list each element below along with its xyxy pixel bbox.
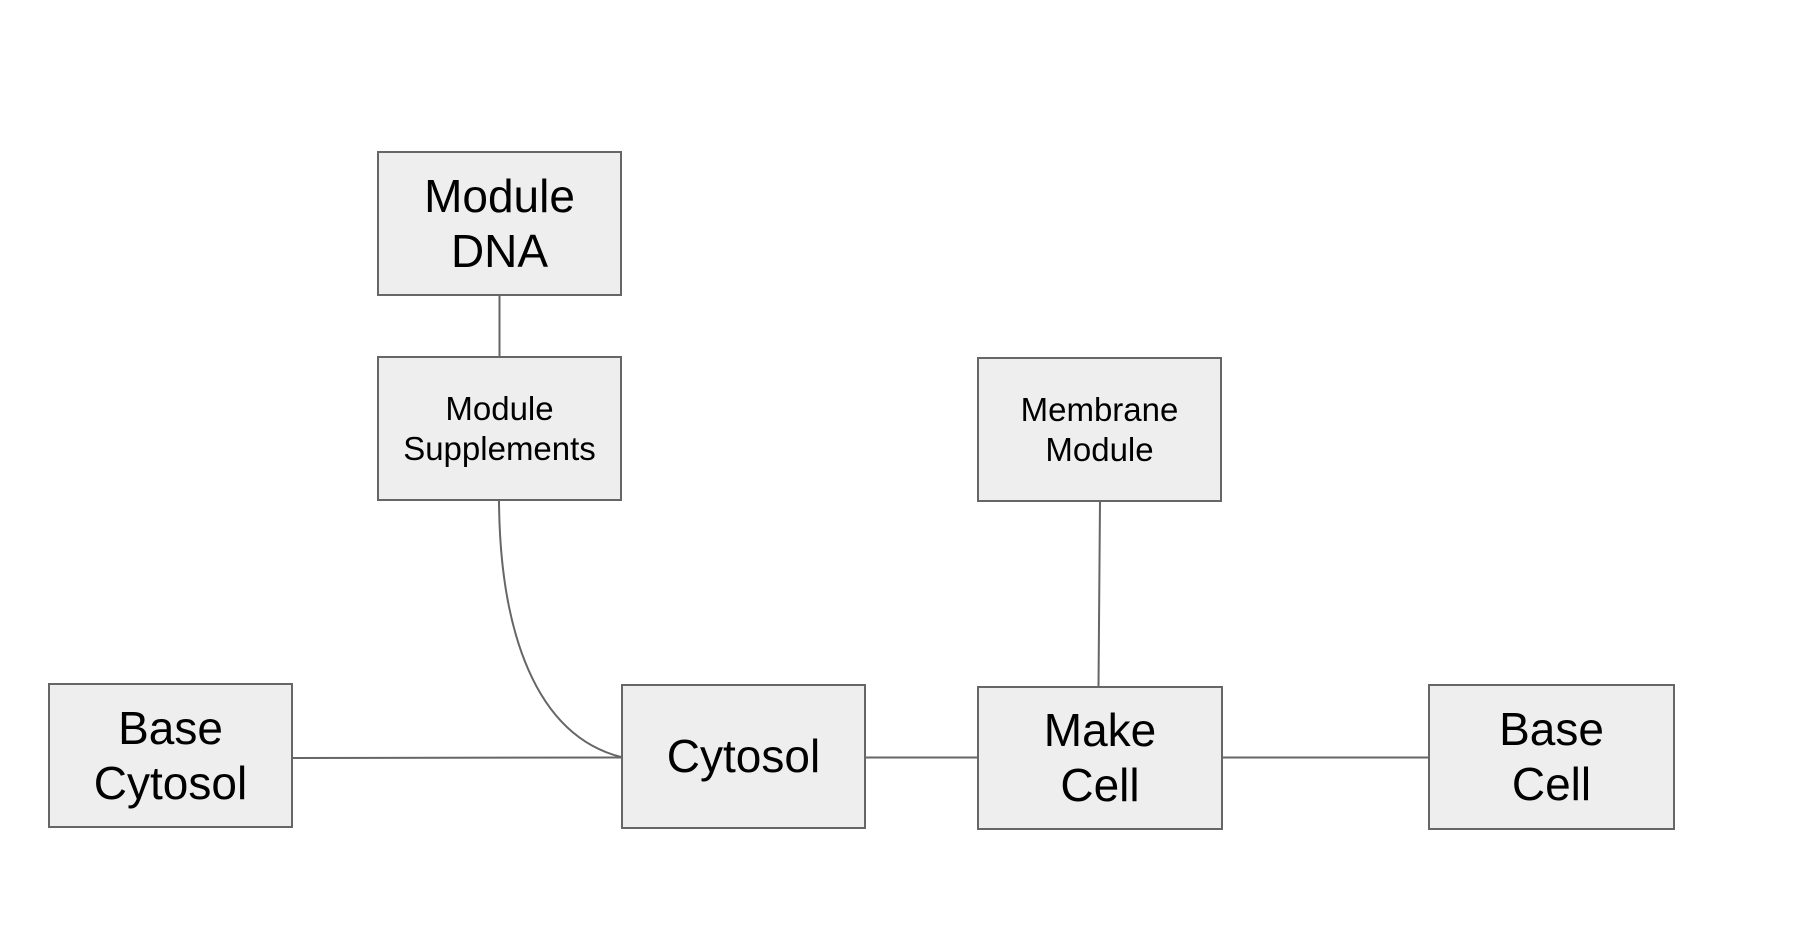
node-label-line: Membrane [1020, 390, 1179, 428]
node-label-line: Module [424, 169, 575, 222]
node-label-line: DNA [450, 224, 549, 277]
node-label-line: Base [1499, 703, 1604, 755]
node-base-cytosol[interactable]: Base Cytosol [48, 683, 293, 828]
edge-module-supplements-to-cytosol[interactable] [498, 500, 622, 758]
node-label-line: Cytosol [666, 730, 821, 782]
node-base-cell[interactable]: Base Cell [1428, 684, 1675, 830]
edge-base-cytosol-to-cytosol[interactable] [292, 756, 622, 759]
node-membrane-module[interactable]: Membrane Module [977, 357, 1222, 502]
node-label-line: Cell [1060, 759, 1140, 811]
node-label-line: Base [118, 701, 223, 754]
node-make-cell[interactable]: Make Cell [977, 686, 1223, 830]
node-label-line: Supplements [403, 429, 596, 467]
edge-membrane-module-to-make-cell[interactable] [1097, 501, 1101, 687]
node-module-dna[interactable]: Module DNA [377, 151, 622, 296]
node-module-supplements[interactable]: Module Supplements [377, 356, 622, 501]
node-label-line: Cell [1511, 758, 1592, 810]
node-label-line: Cytosol [93, 756, 248, 809]
node-label-line: Module [445, 389, 554, 427]
node-label-line: Make [1043, 704, 1157, 756]
node-label-line: Module [1045, 430, 1154, 468]
node-cytosol[interactable]: Cytosol [621, 684, 866, 829]
